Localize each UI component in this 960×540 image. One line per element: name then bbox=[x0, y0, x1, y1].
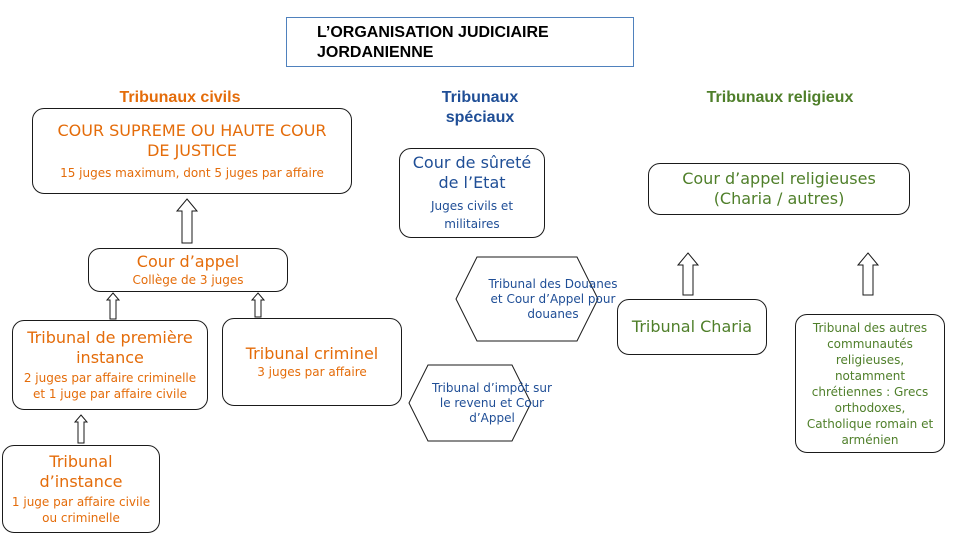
first-instance-court-name: Tribunal de première instance bbox=[27, 328, 193, 367]
customs-hexagon-shape bbox=[455, 256, 599, 342]
heading-religious-courts: Tribunaux religieux bbox=[706, 89, 854, 106]
supreme-court-detail: 15 juges maximum, dont 5 juges par affai… bbox=[60, 166, 324, 180]
title-text: L’ORGANISATION JUDICIAIRE JORDANIENNE bbox=[317, 24, 549, 61]
appeal-court-box: Cour d’appel Collège de 3 juges bbox=[88, 248, 288, 292]
state-security-court-name: Cour de sûreté de l’Etat bbox=[412, 153, 532, 192]
criminal-court-name: Tribunal criminel bbox=[245, 344, 379, 363]
state-security-court-detail: Juges civils et militaires bbox=[430, 199, 514, 231]
arrow-up-charia-to-religious-appeal bbox=[676, 252, 700, 296]
appeal-court-name: Cour d’appel bbox=[136, 252, 240, 271]
arrow-up-criminal-to-appeal bbox=[250, 292, 266, 318]
income-tax-court-label: Tribunal d’impôt sur le revenu et Cour d… bbox=[432, 380, 552, 425]
first-instance-court-box: Tribunal de première instance 2 juges pa… bbox=[12, 320, 208, 410]
heading-special-courts: Tribunaux spéciaux bbox=[441, 89, 519, 126]
supreme-court-box: COUR SUPREME OU HAUTE COUR DE JUSTICE 15… bbox=[32, 108, 352, 194]
arrow-up-other-religious-to-religious-appeal bbox=[856, 252, 880, 296]
arrow-up-instance-to-first-instance bbox=[73, 414, 89, 444]
instance-court-name: Tribunal d’instance bbox=[39, 452, 123, 491]
charia-court-label: Tribunal Charia bbox=[631, 317, 753, 336]
customs-court-label: Tribunal des Douanes et Cour d’Appel pou… bbox=[488, 276, 618, 321]
heading-civil-courts: Tribunaux civils bbox=[119, 89, 241, 106]
arrow-up-appeal-to-supreme bbox=[175, 198, 199, 244]
religious-appeal-court-box: Cour d’appel religieuses (Charia / autre… bbox=[648, 163, 910, 215]
supreme-court-name: COUR SUPREME OU HAUTE COUR DE JUSTICE bbox=[57, 121, 327, 160]
first-instance-court-detail: 2 juges par affaire criminelle et 1 juge… bbox=[23, 371, 197, 401]
instance-court-box: Tribunal d’instance 1 juge par affaire c… bbox=[2, 445, 160, 533]
arrow-up-first-instance-to-appeal bbox=[105, 292, 121, 320]
religious-appeal-court-label: Cour d’appel religieuses (Charia / autre… bbox=[682, 169, 876, 208]
instance-court-detail: 1 juge par affaire civile ou criminelle bbox=[11, 495, 151, 525]
state-security-court-box: Cour de sûreté de l’Etat Juges civils et… bbox=[399, 148, 545, 238]
customs-court-hexagon: Tribunal des Douanes et Cour d’Appel pou… bbox=[455, 256, 618, 342]
appeal-court-detail: Collège de 3 juges bbox=[132, 273, 244, 287]
other-religious-court-label: Tribunal des autres communautés religieu… bbox=[806, 320, 934, 447]
income-tax-court-hexagon: Tribunal d’impôt sur le revenu et Cour d… bbox=[408, 364, 552, 442]
criminal-court-detail: 3 juges par affaire bbox=[257, 365, 367, 379]
other-religious-court-box: Tribunal des autres communautés religieu… bbox=[795, 314, 945, 453]
criminal-court-box: Tribunal criminel 3 juges par affaire bbox=[222, 318, 402, 406]
charia-court-box: Tribunal Charia bbox=[617, 299, 767, 355]
income-tax-hexagon-shape bbox=[408, 364, 532, 442]
diagram-title: L’ORGANISATION JUDICIAIRE JORDANIENNE bbox=[286, 17, 634, 67]
